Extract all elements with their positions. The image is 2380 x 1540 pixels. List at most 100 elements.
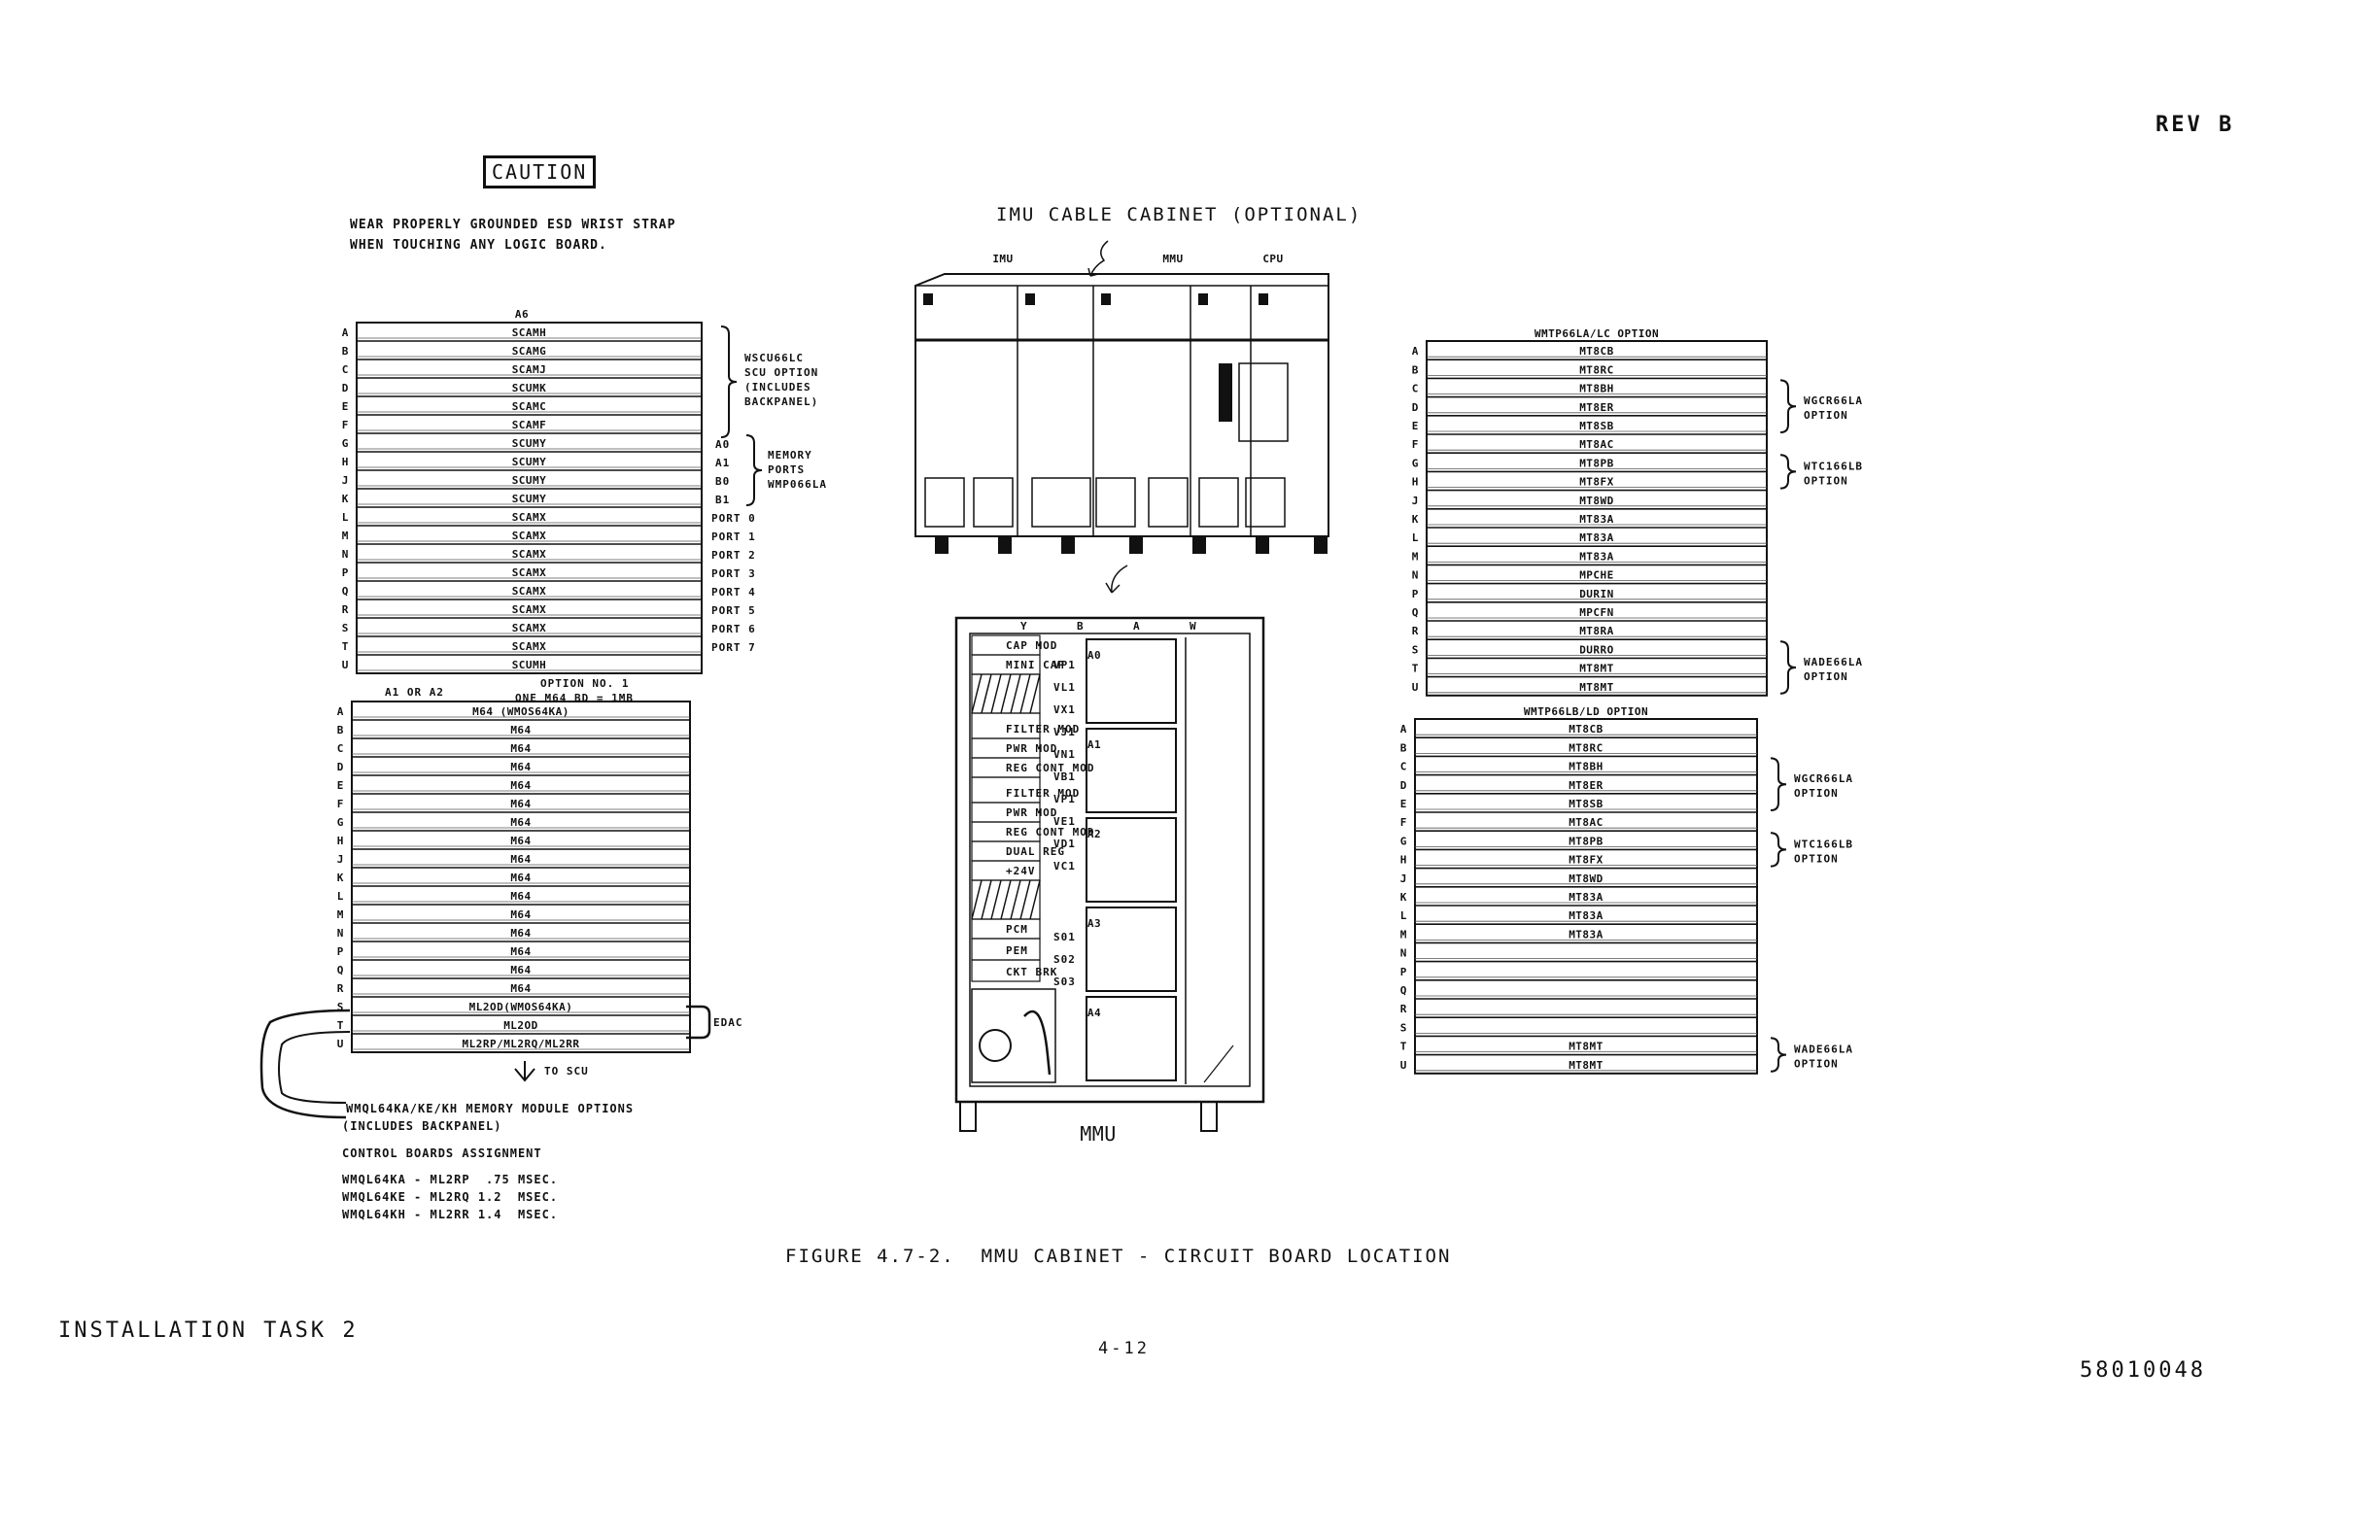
mem-row-letter: P — [337, 945, 344, 958]
scu-row-letter: F — [342, 419, 349, 431]
side-connector-label: VC1 — [1053, 860, 1076, 873]
wmtp-ld-opt2-text: WTC166LB — [1794, 838, 1853, 850]
side-connector-label: VP1 — [1053, 659, 1076, 671]
side-connector-label: S01 — [1053, 931, 1076, 943]
scu-slot-label: SCUMK — [512, 382, 547, 394]
mem-row-letter: E — [337, 779, 344, 792]
side-connector-label: VP1 — [1053, 793, 1076, 805]
wmtp-lc-row-letter: B — [1412, 363, 1419, 376]
board-bay — [1086, 728, 1177, 813]
footer-page-number: 4-12 — [1098, 1339, 1150, 1358]
mem-row-letter: Q — [337, 964, 344, 976]
caution-text-line1: WEAR PROPERLY GROUNDED ESD WRIST STRAP — [350, 218, 676, 232]
wmtp-lc-row-letter: K — [1412, 513, 1419, 526]
side-connector-label: VL1 — [1053, 681, 1076, 694]
scu-slot-label: SCUMH — [512, 659, 547, 671]
section-label-imu: IMU — [992, 253, 1013, 265]
hatch-line — [971, 673, 983, 714]
caution-text-line2: WHEN TOUCHING ANY LOGIC BOARD. — [350, 238, 607, 253]
memory-ports-brace — [745, 434, 763, 506]
cabinet-latch — [1198, 293, 1208, 305]
column-letter: B — [1077, 620, 1085, 633]
mmu-inner-frame — [969, 633, 1251, 1087]
scu-slot-label: SCAMX — [512, 548, 547, 561]
scu-slot-label: SCUMY — [512, 474, 547, 487]
options-callout-line — [259, 1009, 351, 1119]
wmtp-lc-opt3-text: WADE66LA — [1804, 656, 1863, 668]
fan-icon — [979, 1029, 1012, 1062]
mmu-foot-left — [959, 1101, 977, 1132]
scu-row-letter: Q — [342, 585, 349, 598]
scu-row-letter: R — [342, 603, 349, 616]
mem-slot-label: ML2OD(WMOS64KA) — [469, 1001, 573, 1013]
wmtp-ld-slot-label: MT83A — [1569, 928, 1604, 941]
side-connector-label: VD1 — [1053, 838, 1076, 850]
port-label: PORT 1 — [711, 530, 756, 543]
section-label-cpu: CPU — [1262, 253, 1283, 265]
board-bay-label: A1 — [1087, 738, 1101, 751]
mem-row-letter: D — [337, 761, 344, 773]
wmtp-ld-row-letter: J — [1400, 873, 1407, 885]
wmtp-lc-slot-label: MT8CB — [1579, 345, 1614, 358]
scu-top-label: A6 — [515, 308, 529, 321]
hatch-line — [990, 879, 1002, 920]
scu-row-letter: T — [342, 640, 349, 653]
cabinet-latch — [1025, 293, 1035, 305]
wmtp-lc-row-letter: T — [1412, 663, 1419, 675]
memory-port-row: B0 — [715, 475, 730, 488]
wmtp-lc-opt1-brace — [1779, 379, 1797, 433]
cabinet-title: IMU CABLE CABINET (OPTIONAL) — [996, 204, 1362, 225]
port-label: PORT 5 — [711, 604, 756, 617]
power-module-box — [971, 959, 1041, 982]
wmtp-lc-row-letter: A — [1412, 345, 1419, 358]
wmtp-ld-row-letter: A — [1400, 723, 1407, 736]
wmtp-ld-row-letter: U — [1400, 1059, 1407, 1072]
wmtp-ld-slot-label: MT8MT — [1569, 1041, 1604, 1053]
mem-slot-label: ML2RP/ML2RQ/ML2RR — [462, 1038, 579, 1050]
cabinet-caster — [1256, 536, 1269, 554]
mem-slot-label: M64 (WMOS64KA) — [472, 705, 569, 718]
mem-frame — [351, 701, 691, 1053]
wmtp-lc-slot-label: MPCHE — [1579, 569, 1614, 582]
wmtp-ld-slot-label: MT8PB — [1569, 835, 1604, 847]
mmu-frame — [954, 616, 1265, 1104]
cabinet-handle — [1031, 477, 1091, 528]
power-module-label: REG CONT MOD — [1006, 826, 1094, 838]
mem-slot-label: M64 — [510, 945, 531, 958]
port-label: PORT 3 — [711, 567, 756, 580]
cpu-panel — [1238, 362, 1289, 442]
mmu-foot-right — [1200, 1101, 1218, 1132]
scu-row-letter: J — [342, 474, 349, 487]
wmtp-lc-opt3-text: OPTION — [1804, 670, 1848, 683]
cabinet-handle — [1198, 477, 1239, 528]
cabinet-latch — [1259, 293, 1268, 305]
wmtp-ld-row-letter: T — [1400, 1041, 1407, 1053]
control-boards-heading: CONTROL BOARDS ASSIGNMENT — [342, 1146, 542, 1160]
scu-slot-label: SCAMX — [512, 530, 547, 542]
wmtp-lc-row-letter: P — [1412, 588, 1419, 600]
scu-slot-label: SCAMX — [512, 603, 547, 616]
wmtp-lc-row-letter: M — [1412, 550, 1419, 563]
wmtp-ld-row-letter: P — [1400, 966, 1407, 978]
memory-option-line1: OPTION NO. 1 — [540, 677, 629, 690]
wmtp-lc-row-letter: U — [1412, 681, 1419, 694]
scu-slot-label: SCUMY — [512, 493, 547, 505]
board-bay — [1086, 996, 1177, 1081]
power-module-label: FILTER MOD — [1006, 787, 1080, 800]
wmtp-lc-title: WMTP66LA/LC OPTION — [1535, 327, 1659, 340]
wmtp-lc-slot-label: DURRO — [1579, 643, 1614, 656]
scu-row-letter: K — [342, 493, 349, 505]
to-scu-label: TO SCU — [544, 1065, 589, 1078]
wmtp-ld-opt3-brace — [1770, 1037, 1787, 1073]
revision-label: REV B — [2156, 113, 2235, 137]
hatch-line — [981, 673, 992, 714]
wmtp-lc-slot-label: MT8BH — [1579, 383, 1614, 395]
wmtp-lc-slot-label: MT8RA — [1579, 625, 1614, 637]
mem-slot-label: M64 — [510, 872, 531, 884]
mem-row-letter: A — [337, 705, 344, 718]
power-module-label: CKT BRK — [1006, 966, 1057, 978]
scu-option-text: WSCU66LC — [744, 352, 804, 364]
